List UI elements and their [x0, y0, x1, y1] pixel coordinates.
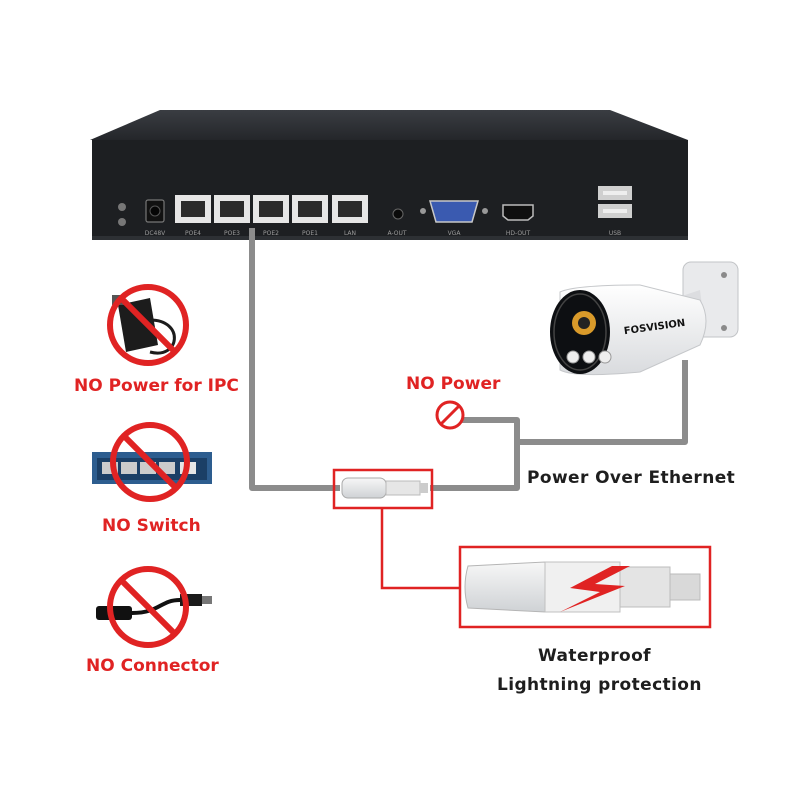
port-label-lan: LAN — [344, 230, 356, 237]
lan-port — [332, 195, 368, 223]
waterproof-label: Waterproof — [538, 646, 651, 666]
usb-ports — [598, 186, 632, 218]
nvr-device: DC48V POE4 POE3 POE2 POE1 LAN A-OUT VGA … — [90, 110, 688, 240]
bullet-camera: FOSVISION — [550, 261, 739, 376]
zoom-callout-box — [458, 545, 712, 629]
power-adapter-prohibited-icon — [107, 284, 189, 366]
poe1-port — [292, 195, 328, 223]
zoom-callout-line — [380, 508, 460, 590]
poe2-port — [253, 195, 289, 223]
port-label-poe1: POE1 — [302, 230, 318, 237]
waterproof-connector-small — [341, 477, 428, 499]
poe-splitter-prohibited-icon — [96, 566, 212, 648]
waterproof-connector-zoom — [464, 561, 701, 613]
no-power-prohibited-icon — [435, 400, 465, 430]
audio-out-jack — [392, 208, 404, 220]
no-power-for-ipc-label: NO Power for IPC — [74, 376, 239, 396]
poe3-port — [214, 195, 250, 223]
port-label-hd-out: HD-OUT — [506, 230, 531, 237]
no-power-label: NO Power — [406, 374, 501, 394]
no-connector-label: NO Connector — [86, 656, 219, 676]
port-label-poe4: POE4 — [185, 230, 201, 237]
poe4-port — [175, 195, 211, 223]
port-label-a-out: A-OUT — [387, 230, 406, 237]
port-label-poe3: POE3 — [224, 230, 240, 237]
port-label-dc48v: DC48V — [145, 230, 166, 237]
hdmi-port — [502, 204, 534, 221]
port-label-poe2: POE2 — [263, 230, 279, 237]
lightning-protection-label: Lightning protection — [497, 675, 702, 695]
vga-port — [420, 200, 488, 223]
lightning-icon — [560, 566, 630, 612]
network-switch-prohibited-icon — [92, 422, 212, 502]
port-label-vga: VGA — [448, 230, 462, 237]
network-cable — [249, 228, 688, 491]
port-label-usb: USB — [609, 230, 621, 237]
no-switch-label: NO Switch — [102, 516, 201, 536]
power-over-ethernet-label: Power Over Ethernet — [527, 468, 736, 488]
